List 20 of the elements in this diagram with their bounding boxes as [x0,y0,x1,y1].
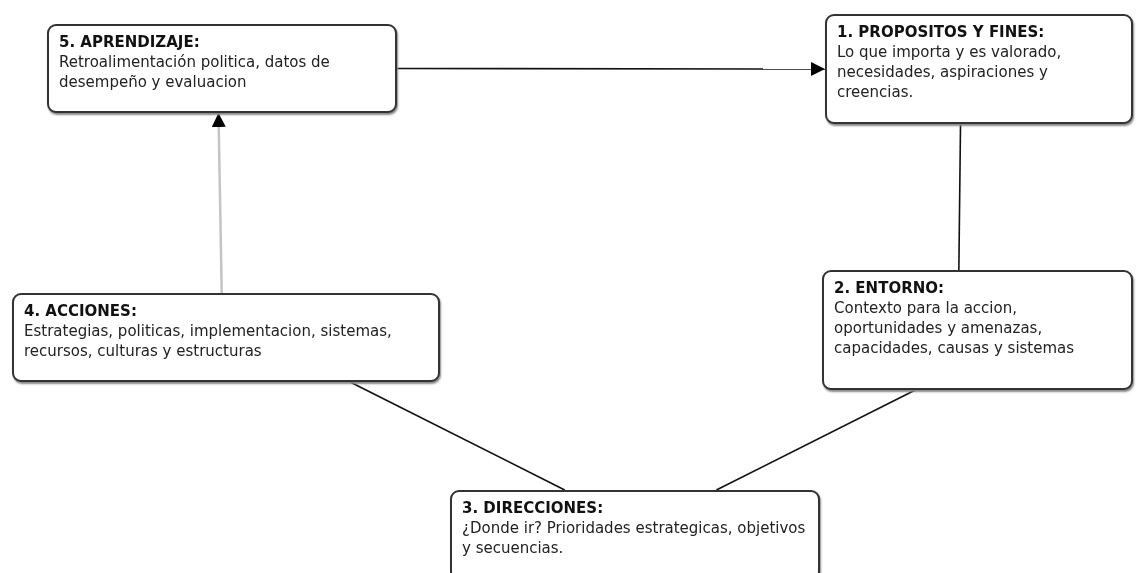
box-heading: 4. ACCIONES: [24,302,138,321]
box-heading: 5. APRENDIZAJE: [59,33,201,52]
box-heading: 3. DIRECCIONES: [462,499,605,518]
process-box [822,270,1133,390]
box-description: Estrategias, politicas, implementacion, sistemas, recursos, culturas y estructuras [24,321,393,361]
process-box [450,490,820,573]
arrow [211,112,226,294]
box-heading: 1. PROPOSITOS Y FINES: [837,23,1046,42]
process-box [47,24,397,113]
process-box [825,14,1133,124]
connector-line [349,381,566,491]
box-heading: 2. ENTORNO: [834,279,945,298]
box-description: Lo que importa y es valorado, necesidades, aspiraciones y creencias. [837,42,1063,102]
arrow [396,62,826,76]
box-description: Contexto para la accion, oportunidades y amenazas, capacidades, causas y sistemas [834,298,1076,358]
process-box [12,293,440,382]
box-description: ¿Donde ir? Prioridades estrategicas, objetivos y secuencias. [462,518,807,558]
box-description: Retroalimentación politica, datos de desempeño y evaluacion [59,52,331,92]
connector-line [958,123,962,271]
connector-line [715,389,917,491]
